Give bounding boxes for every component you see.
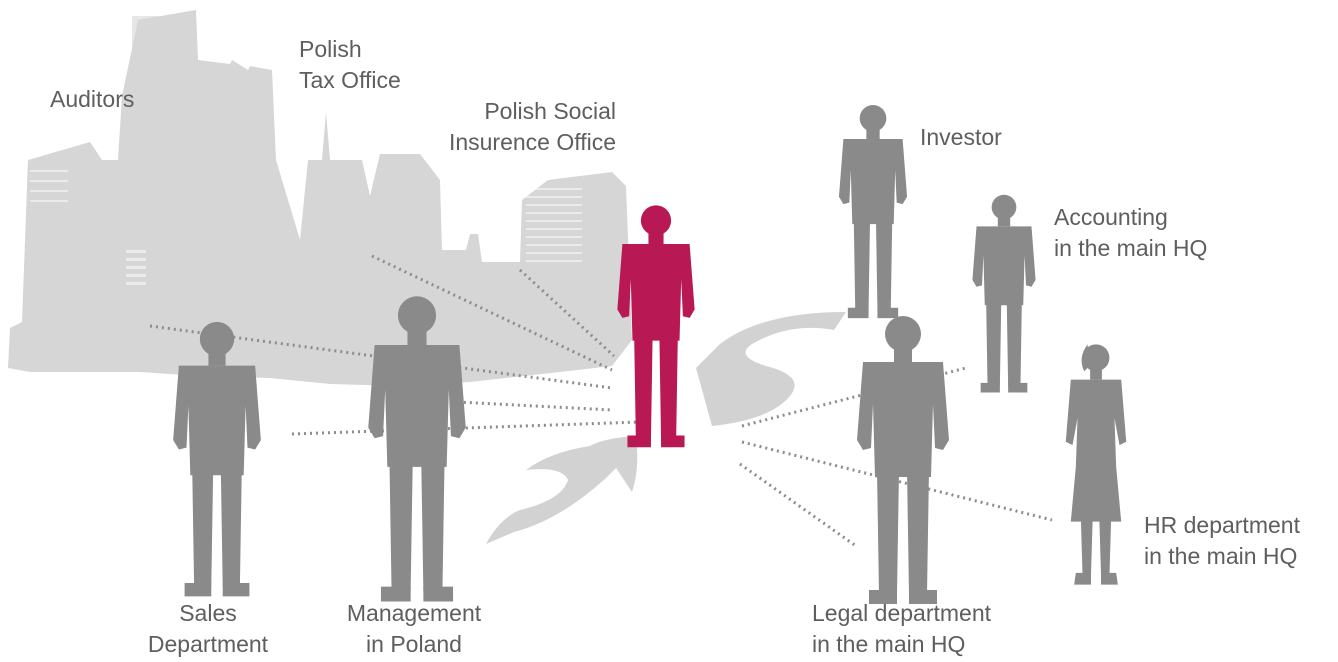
hr-person — [1065, 344, 1127, 585]
label-auditors: Auditors — [50, 86, 135, 112]
accounting-person — [972, 194, 1036, 393]
label-social-insurance: Polish Social Insurence Office — [448, 98, 616, 155]
label-hr: HR department in the main HQ — [1144, 512, 1300, 569]
label-legal: Legal department in the main HQ — [812, 600, 992, 657]
legal-person — [857, 316, 949, 604]
arrow-lower — [486, 436, 638, 544]
investor-person — [838, 104, 908, 319]
label-tax-office: Polish Tax Office — [299, 36, 401, 93]
label-investor: Investor — [920, 124, 1002, 150]
label-accounting: Accounting in the main HQ — [1054, 204, 1208, 261]
label-management: Management in Poland — [346, 600, 482, 657]
arrow-upper — [696, 312, 846, 426]
exchange-arrows — [486, 312, 846, 544]
building-windows — [30, 170, 582, 285]
label-sales: Sales Department — [147, 600, 269, 657]
